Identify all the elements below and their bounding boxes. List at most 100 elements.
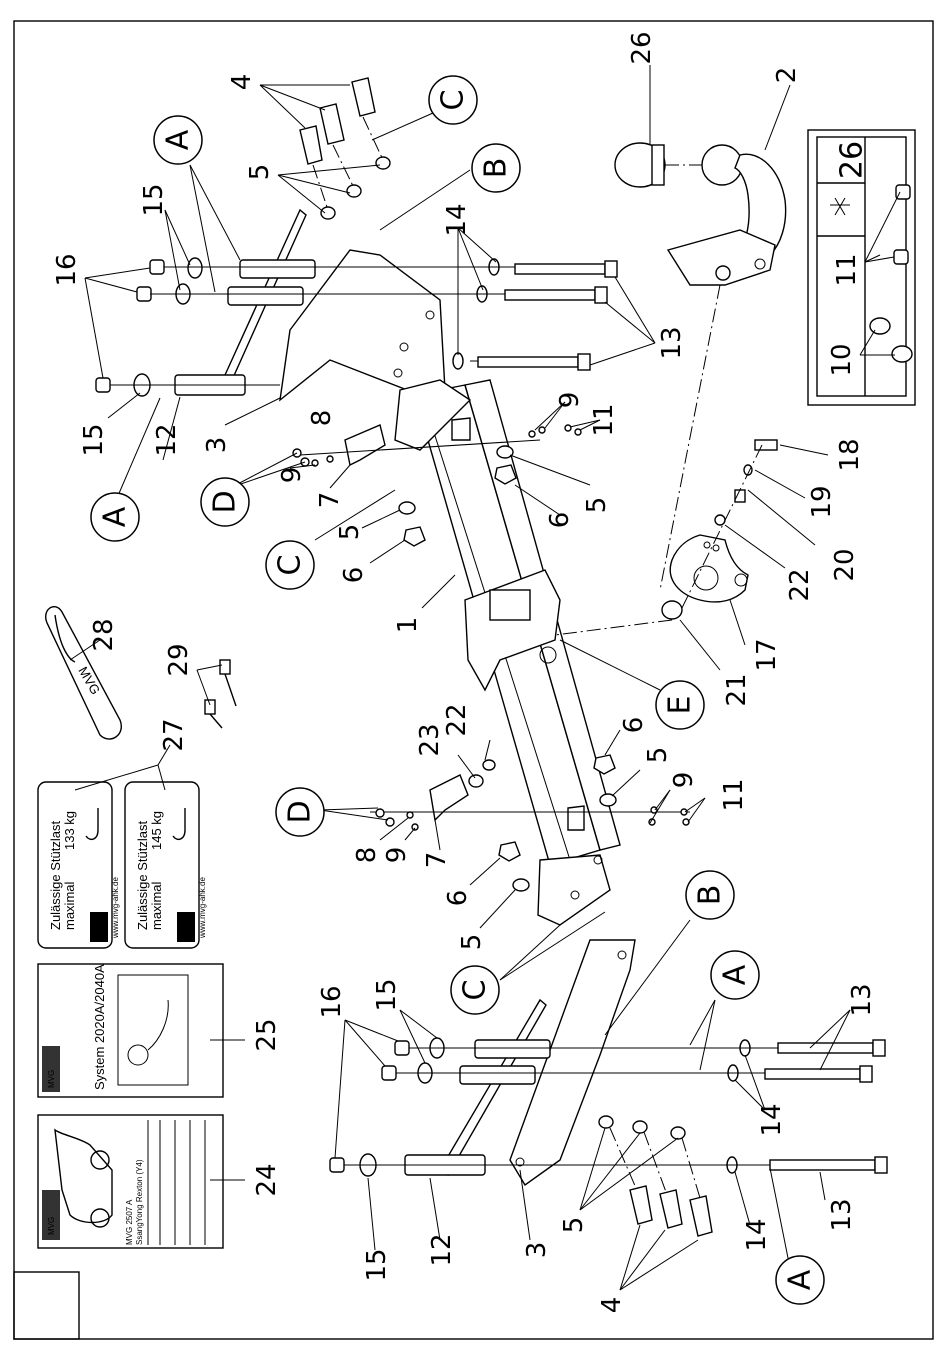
pn-5-lower: 5	[643, 747, 673, 764]
bolts-4-bottom	[598, 1115, 713, 1237]
doc-24-subtitle: SsangYong Rexton (Y4)	[135, 1159, 144, 1245]
kit-box-number: 26	[835, 141, 870, 179]
pn-15-top: 15	[139, 183, 169, 216]
callout-D-bottom: D	[275, 787, 325, 837]
key-tag	[45, 606, 122, 740]
svg-text:Zulässige Stützlast: Zulässige Stützlast	[48, 821, 63, 930]
pn-22-mid: 22	[442, 703, 472, 736]
vehicle-icon	[54, 1128, 113, 1228]
svg-text:MVG: MVG	[182, 920, 191, 938]
pn-11-box: 11	[832, 253, 862, 286]
pn-13-bot: 13	[847, 983, 877, 1016]
lower-fasteners	[329, 1037, 888, 1177]
small-brackets	[299, 417, 690, 831]
tow-ball	[614, 142, 787, 591]
callout-E: E	[655, 680, 705, 730]
doc-24-title: MVG 2507 A	[125, 1199, 134, 1245]
pn-14-bot2: 14	[742, 1218, 772, 1251]
load-labels	[37, 781, 200, 949]
lock-pins	[292, 424, 690, 831]
doc-24-brand: MVG	[47, 1217, 56, 1235]
pn-6-lower: 6	[619, 717, 649, 734]
pn-13-bot2: 13	[827, 1198, 857, 1231]
svg-text:maximal: maximal	[62, 881, 77, 930]
pn-26-top: 26	[627, 31, 657, 64]
load-label-2-text: Zulässige Stützlast maximal 145 kg MVG w…	[135, 811, 207, 939]
leader-lines	[69, 65, 901, 1291]
svg-text:145 kg: 145 kg	[149, 811, 164, 850]
svg-text:C: C	[436, 90, 471, 111]
pn-15-bot2: 15	[362, 1248, 392, 1281]
pn-24: 24	[252, 1163, 282, 1196]
svg-text:B: B	[479, 158, 514, 179]
pn-5-top: 5	[245, 164, 275, 181]
pn-7-lower: 7	[422, 852, 452, 869]
callout-A-left: A	[90, 492, 140, 542]
svg-text:E: E	[663, 696, 698, 715]
mid-fasteners	[398, 445, 617, 892]
pn-12-bot: 12	[427, 1233, 457, 1266]
pn-16-bot: 16	[317, 985, 347, 1018]
document-25	[37, 963, 224, 1098]
pn-25: 25	[252, 1018, 282, 1051]
callout-B-bottom: B	[685, 870, 735, 920]
pn-12-top: 12	[152, 423, 182, 456]
pn-13-top: 13	[657, 326, 687, 359]
pn-27: 27	[159, 718, 189, 751]
pn-5-mid: 5	[335, 524, 365, 541]
svg-text:B: B	[693, 885, 728, 906]
svg-text:D: D	[208, 490, 243, 513]
svg-text:C: C	[273, 555, 308, 576]
callout-A-bottom: A	[775, 1255, 825, 1305]
pn-7-top: 7	[315, 492, 345, 509]
pn-19: 19	[807, 485, 837, 518]
page-frame	[13, 20, 934, 1340]
pn-22-right: 22	[785, 568, 815, 601]
pn-3-bot: 3	[522, 1242, 552, 1259]
pn-28: 28	[89, 618, 119, 651]
socket-plate	[554, 439, 778, 636]
pn-6-upper: 6	[545, 512, 575, 529]
pn-1: 1	[393, 617, 423, 634]
callout-C-top: C	[428, 75, 478, 125]
pn-15-bot: 15	[372, 978, 402, 1011]
pn-14-top: 14	[442, 203, 472, 236]
svg-text:MVG: MVG	[95, 920, 104, 938]
doc-25-system: System 2020A/2040A	[92, 964, 107, 1090]
doc-25-brand: MVG	[47, 1070, 56, 1088]
callout-A-top: A	[153, 115, 203, 165]
svg-text:maximal: maximal	[149, 881, 164, 930]
pn-10-box: 10	[827, 343, 857, 376]
pn-16-top: 16	[52, 253, 82, 286]
key-tag-brand: MVG	[75, 664, 103, 697]
pn-20: 20	[830, 548, 860, 581]
pn-4-bot: 4	[597, 1297, 627, 1314]
pn-9-lower: 9	[382, 847, 412, 864]
pn-15-left: 15	[79, 423, 109, 456]
pn-8-top: 8	[307, 410, 337, 427]
corner-box	[13, 1271, 80, 1340]
kit-box	[807, 129, 916, 406]
pn-3-top: 3	[202, 437, 232, 454]
pn-5-upper: 5	[582, 497, 612, 514]
pn-14-bot: 14	[757, 1103, 787, 1136]
key-icon	[204, 659, 237, 729]
pn-11-upper: 11	[589, 403, 619, 436]
bolts-4-top	[299, 77, 391, 220]
pn-2: 2	[772, 67, 802, 84]
pn-9-lower-r: 9	[669, 772, 699, 789]
svg-text:133 kg: 133 kg	[62, 811, 77, 850]
callout-C-mid: C	[265, 540, 315, 590]
callout-B-top: B	[471, 143, 521, 193]
pn-9-top: 9	[277, 467, 307, 484]
svg-text:A: A	[98, 506, 133, 527]
upper-fasteners	[95, 257, 618, 397]
lubricate-icon	[830, 197, 850, 216]
pn-6-mid: 6	[339, 567, 369, 584]
callout-D-top: D	[200, 477, 250, 527]
svg-text:A: A	[161, 129, 196, 150]
load-label-1-text: Zulässige Stützlast maximal 133 kg MVG w…	[48, 811, 120, 939]
